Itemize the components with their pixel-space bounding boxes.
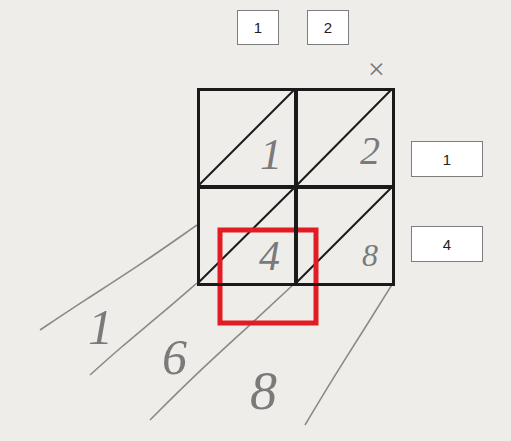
result-digit: 6 — [162, 332, 187, 382]
lattice-cell: 4 — [197, 186, 297, 286]
factor-digit: 1 — [254, 19, 262, 36]
partial-product: 1 — [260, 133, 282, 177]
lattice-cell: 1 — [197, 88, 297, 188]
result-digit: 1 — [88, 302, 113, 352]
factor-box: 1 — [237, 10, 279, 45]
lane-line — [40, 225, 197, 330]
cell-diagonal — [198, 187, 295, 283]
lattice-cell: 2 — [295, 88, 395, 188]
partial-product: 4 — [259, 235, 280, 277]
factor-digit: 4 — [443, 236, 451, 253]
cell-diagonal — [296, 187, 392, 283]
factor-digit: 1 — [443, 151, 451, 168]
diagonal-lanes — [40, 225, 393, 425]
cell-diagonal — [198, 89, 295, 186]
multiply-sign: × — [366, 54, 386, 84]
cell-diagonal — [296, 89, 392, 186]
factor-box: 1 — [411, 141, 483, 177]
lattice-cell: 8 — [295, 186, 395, 286]
partial-product: 8 — [362, 239, 378, 271]
highlight-box — [220, 230, 316, 323]
factor-box: 2 — [307, 10, 349, 45]
factor-digit: 2 — [324, 19, 332, 36]
factor-box: 4 — [411, 226, 483, 262]
result-digit: 8 — [250, 364, 277, 418]
partial-product: 2 — [360, 131, 380, 171]
